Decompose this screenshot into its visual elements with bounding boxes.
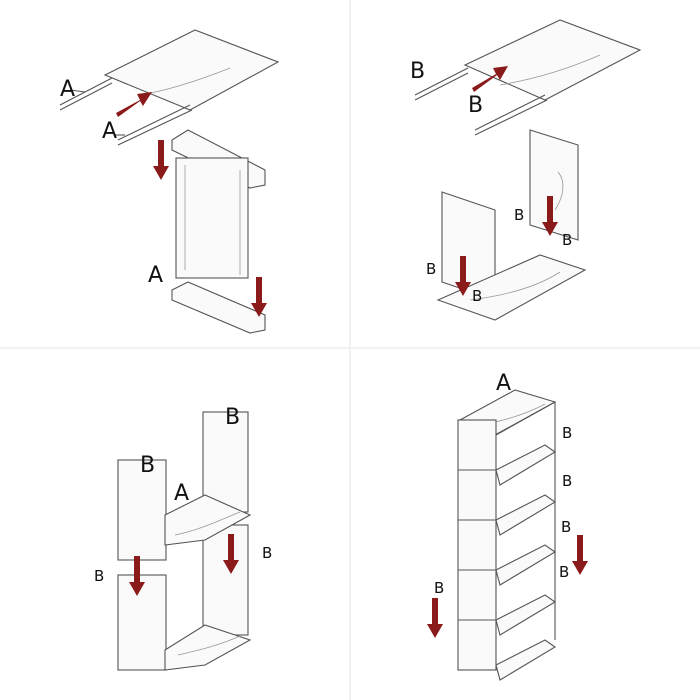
label-b: B [410,59,425,84]
label-b: B [559,563,569,581]
side-panel [175,157,249,279]
label-a: A [60,77,75,102]
label-a: A [496,371,511,396]
label-b: B [225,405,240,430]
arrow-insert [472,66,508,92]
label-a: A [174,481,189,506]
arrow-down [427,598,443,638]
side-panel [529,129,579,241]
arrow-insert [116,92,152,117]
label-b: B [562,231,572,249]
label-b: B [472,287,482,305]
label-b: B [562,424,572,442]
label-b: B [434,579,444,597]
arrow-down [153,140,169,180]
label-b: B [514,206,524,224]
label-b: B [468,93,483,118]
step-4: A B B B B B [427,371,588,681]
label-b: B [140,453,155,478]
step-1: A A A [59,29,280,334]
step-2: B B B B B B [410,19,642,321]
label-b: B [562,472,572,490]
label-b: B [561,518,571,536]
step-3: B B A B B [94,405,272,671]
label-b: B [426,260,436,278]
arrow-down [572,535,588,575]
label-b: B [94,567,104,585]
shelf-panel [103,29,280,111]
label-b: B [262,544,272,562]
label-a: A [148,263,163,288]
label-a: A [102,119,117,144]
